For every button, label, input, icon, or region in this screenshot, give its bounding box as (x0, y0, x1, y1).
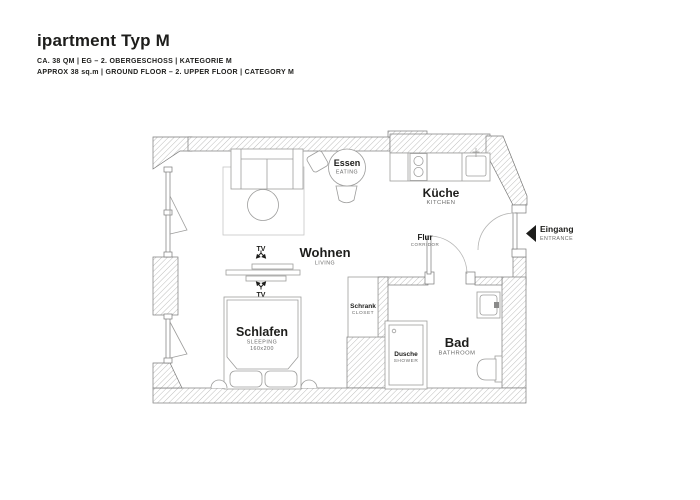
dining-chair (306, 150, 329, 173)
label-dusche-en: SHOWER (394, 358, 419, 364)
wall-bathroom-right (501, 276, 527, 389)
bathroom-sink (476, 291, 501, 319)
label-wohnen-de: Wohnen (299, 245, 350, 260)
wall-below-closet (346, 336, 389, 389)
window-cap (163, 166, 173, 173)
window-cap (163, 357, 173, 364)
closet: Schrank CLOSET (347, 276, 379, 338)
wall-top-right (389, 133, 491, 154)
door-post (511, 204, 527, 214)
label-dusche-de: Dusche (394, 351, 418, 358)
bed: Schlafen SLEEPING 160x200 (223, 296, 302, 390)
label-kueche-de: Küche (423, 186, 460, 200)
coffee-table (247, 189, 279, 221)
shower-tray (384, 320, 428, 390)
label-wohnen-en: LIVING (315, 261, 335, 267)
radiator-right (300, 379, 318, 389)
label-flur-de: Flur (417, 233, 432, 242)
page-title: ipartment Typ M (37, 31, 171, 50)
title-block: ipartment Typ M CA. 38 QM | EG – 2. OBER… (37, 31, 294, 76)
label-bad-de: Bad (445, 335, 470, 350)
sideboard-shelf (225, 269, 301, 276)
stove-burner (413, 166, 424, 177)
sofa (230, 148, 304, 190)
window-bedroom (163, 313, 188, 364)
label-schlafen-de: Schlafen (236, 325, 288, 339)
label-kueche-en: KITCHEN (427, 200, 456, 206)
shower-drain (391, 328, 397, 334)
entrance-marker: Eingang ENTRANCE (526, 224, 574, 242)
label-tv-bottom: TV (257, 292, 266, 299)
toilet-bowl (476, 358, 497, 381)
entrance-door (477, 204, 527, 258)
door-swing-arc (428, 235, 468, 275)
wall-bottom (152, 387, 527, 404)
door-swing-arc (477, 212, 516, 251)
window-glass (165, 315, 171, 364)
dining-chair (335, 185, 358, 204)
entrance-arrow-icon (526, 225, 536, 242)
label-bed-size: 160x200 (250, 346, 274, 352)
kitchen-counter (389, 152, 491, 182)
wall-top-left-corner (152, 136, 193, 170)
window-cap (163, 209, 173, 216)
label-essen-en: EATING (336, 170, 358, 176)
bed-duvet (226, 299, 299, 370)
window-open-sash (169, 195, 188, 235)
bathroom: Dusche SHOWER Bad BATHROOM (384, 291, 503, 390)
dining-area: Essen EATING (306, 148, 366, 204)
tv-swivel-arrow-icon (255, 250, 267, 259)
door-post (465, 271, 476, 285)
label-schrank-de: Schrank (350, 303, 376, 310)
wall-top-right-diagonal (485, 135, 528, 206)
label-schlafen-en: SLEEPING (247, 340, 278, 346)
window-cap (163, 251, 173, 258)
door-post (511, 248, 527, 258)
wall-bathroom-top-right (474, 276, 503, 286)
radiator-left (210, 379, 228, 389)
label-flur-en: CORRIDOR (411, 242, 440, 247)
wall-left-middle (152, 256, 179, 316)
window-living (163, 166, 188, 258)
kitchen: Küche KITCHEN (389, 148, 491, 206)
shower-inner (388, 324, 424, 386)
pillow-right (264, 370, 298, 388)
bathroom-door (424, 235, 476, 285)
label-tv-top: TV (257, 246, 266, 253)
stove (409, 153, 428, 181)
sink-faucet (494, 302, 499, 308)
tv-swivel-arrow-icon (255, 281, 267, 290)
label-eingang-de: Eingang (540, 224, 574, 234)
subtitle-english: APPROX 38 sq.m | GROUND FLOOR – 2. UPPER… (37, 69, 295, 76)
label-bad-en: BATHROOM (438, 351, 475, 357)
label-schrank-en: CLOSET (352, 310, 374, 316)
shower: Dusche SHOWER (384, 320, 428, 390)
sideboard-shelf (251, 263, 294, 270)
window-open-sash (169, 321, 188, 359)
wall-bottom-left-corner (152, 362, 183, 389)
pillow-left (229, 370, 263, 388)
label-essen-de: Essen (334, 158, 361, 168)
closet-body (347, 276, 379, 338)
sideboard-shelf (245, 275, 287, 282)
stove-burner (413, 155, 424, 166)
walls (152, 130, 528, 404)
subtitle-german: CA. 38 QM | EG – 2. OBERGESCHOSS | KATEG… (37, 58, 232, 65)
dining-table (328, 148, 366, 187)
label-eingang-en: ENTRANCE (540, 236, 573, 242)
window-cap (163, 313, 173, 320)
sink-counter (476, 291, 501, 319)
door-leaf (512, 212, 518, 250)
tv-sideboard: TV TV (225, 246, 301, 299)
toilet (476, 355, 503, 383)
